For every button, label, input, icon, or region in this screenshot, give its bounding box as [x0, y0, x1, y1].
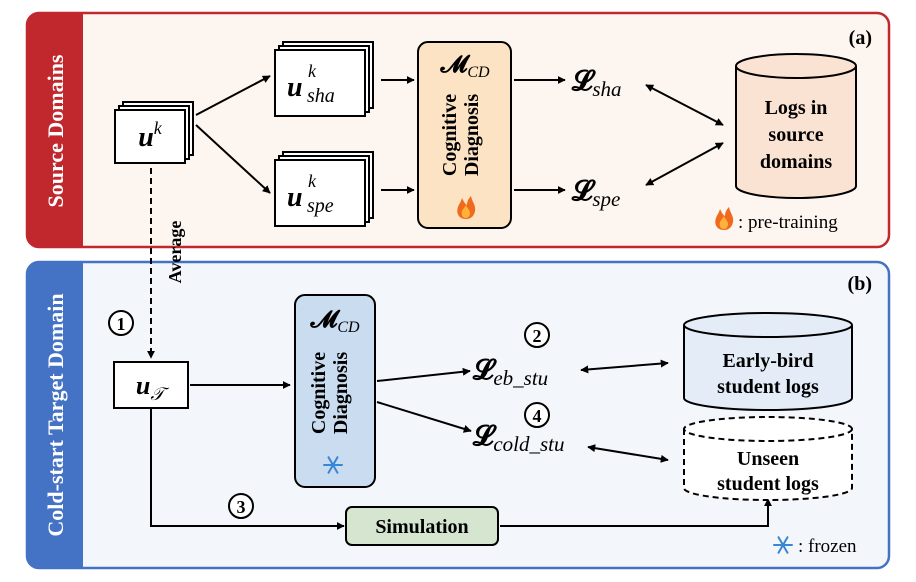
db-source-logs: Logs in source domains	[735, 53, 857, 199]
arrow-loss-cold-logs	[587, 444, 669, 463]
cd-target-line1: Cognitive	[308, 352, 330, 434]
loss-cold-stu: 𝓛cold_stu	[472, 421, 565, 456]
average-label: Average	[165, 221, 185, 284]
db-early-line1: Early-bird	[722, 350, 813, 372]
fire-icon	[457, 196, 476, 219]
db-source-line1: Logs in	[765, 97, 828, 119]
user-spe-sup: k	[308, 171, 317, 191]
db-unseen-line2: student logs	[717, 473, 819, 495]
panel-b-tag: (b)	[848, 273, 872, 295]
cd-target-line2: Diagnosis	[330, 352, 352, 434]
db-source-line2: source	[768, 124, 823, 146]
db-source-line3: domains	[760, 151, 832, 173]
svg-text:4: 4	[533, 406, 542, 426]
user-spe-base: u	[287, 182, 303, 213]
user-k-node: uk	[114, 101, 194, 164]
step-1: 1	[108, 310, 134, 336]
legend-frozen: : frozen	[773, 536, 857, 557]
step-2: 2	[524, 322, 550, 348]
panel-b-side-label: Cold-start Target Domain	[43, 293, 68, 536]
arrow-cd-to-loss-cold	[376, 401, 472, 433]
simulation-node: Simulation	[345, 506, 499, 546]
user-spe-sub: spe	[307, 195, 334, 217]
panel-a-band	[27, 13, 83, 247]
arrow-uk-to-sha	[195, 75, 271, 116]
arrow-uk-to-spe	[195, 124, 271, 194]
panel-a-tag: (a)	[849, 27, 872, 49]
arrow-loss-sha-logs	[645, 84, 724, 126]
snowflake-icon	[323, 456, 343, 474]
user-sha-sup: k	[308, 61, 317, 81]
svg-text:2: 2	[533, 326, 542, 346]
user-sha-node: u k sha	[274, 41, 374, 117]
panel-b-band	[27, 262, 83, 568]
user-target-node: u𝒯	[113, 361, 189, 409]
svg-text:3: 3	[237, 497, 246, 517]
loss-eb-stu: 𝓛eb_stu	[472, 355, 548, 390]
legend-frozen-label: : frozen	[798, 536, 857, 557]
fire-icon	[715, 207, 734, 230]
simulation-label: Simulation	[375, 516, 468, 538]
cd-target-title: 𝓜CD	[309, 307, 360, 336]
step-3: 3	[228, 493, 254, 519]
cd-source-line1: Cognitive	[439, 94, 461, 176]
db-unseen-line1: Unseen	[737, 448, 799, 470]
db-unseen-logs: Unseen student logs	[683, 416, 853, 501]
svg-text:1: 1	[117, 314, 126, 334]
arrow-ut-to-simulation	[150, 407, 345, 530]
arrow-loss-spe-logs	[645, 142, 724, 186]
db-early-bird-logs: Early-bird student logs	[683, 312, 853, 411]
user-sha-sub: sha	[307, 85, 335, 107]
legend-pretraining: : pre-training	[715, 207, 838, 233]
snowflake-icon	[773, 536, 793, 554]
user-k-label: uk	[138, 118, 163, 153]
arrow-cd-to-loss-eb	[376, 367, 471, 382]
legend-pretraining-label: : pre-training	[738, 212, 838, 233]
user-sha-base: u	[287, 72, 303, 103]
loss-spe: 𝓛spe	[571, 176, 620, 211]
step-4: 4	[524, 402, 550, 428]
panel-a-side-label: Source Domains	[43, 54, 68, 207]
cd-target-module: 𝓜CD Cognitive Diagnosis	[294, 294, 376, 488]
arrow-simulation-to-unseen	[500, 498, 772, 527]
loss-sha: 𝓛sha	[571, 66, 622, 101]
cd-source-module: 𝓜CD Cognitive Diagnosis	[417, 41, 512, 229]
user-spe-node: u k spe	[274, 151, 374, 227]
arrow-loss-eb-logs	[580, 359, 669, 374]
cd-source-line2: Diagnosis	[461, 94, 483, 176]
connectors	[147, 75, 772, 530]
db-early-line2: student logs	[717, 376, 819, 398]
panel-target-domain: Cold-start Target Domain (b)	[25, 260, 891, 570]
cd-source-title: 𝓜CD	[439, 52, 490, 81]
